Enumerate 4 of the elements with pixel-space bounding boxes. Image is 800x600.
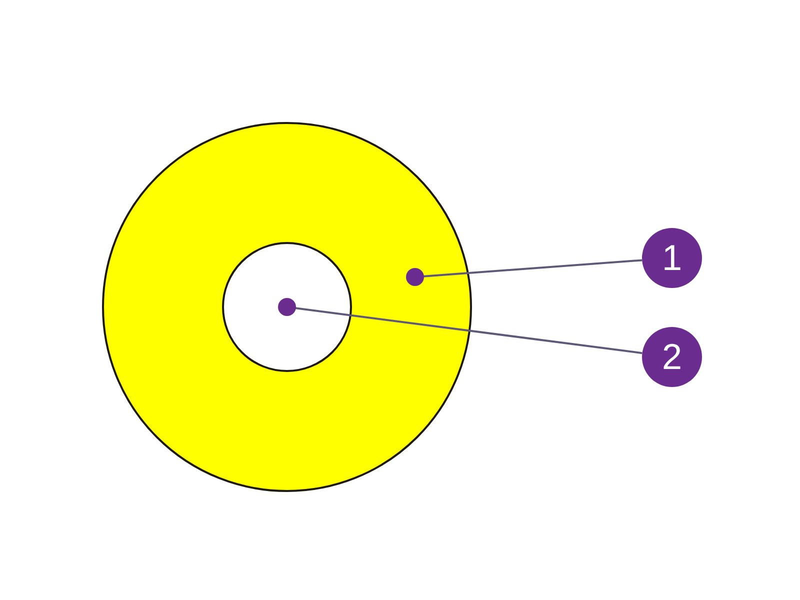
leader-line xyxy=(278,298,642,354)
callout-number: 1 xyxy=(642,228,702,288)
callout-number: 2 xyxy=(642,327,702,387)
leader-line xyxy=(406,259,642,286)
